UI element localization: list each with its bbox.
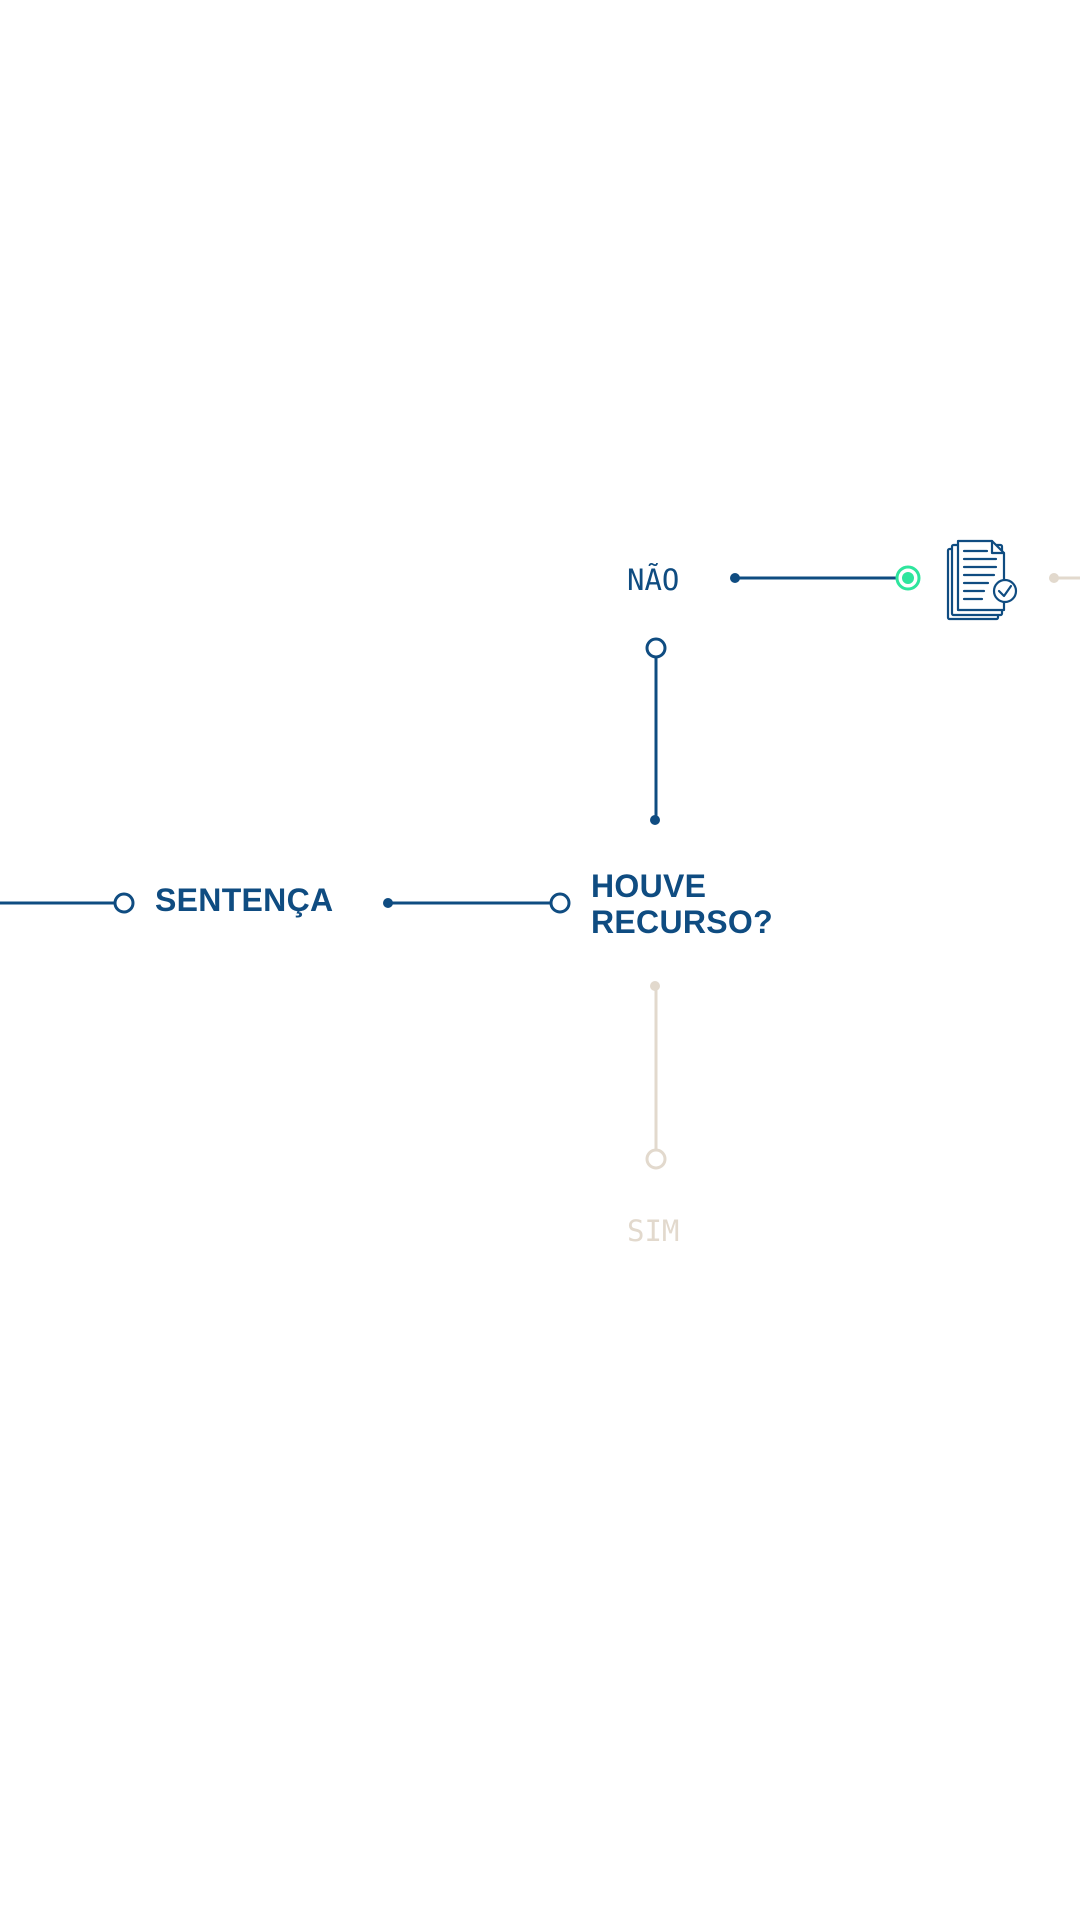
sentenca-input-port [113,892,135,914]
question-input-port [549,892,571,914]
no-branch-label: NÃO [627,563,680,597]
question-line-1: HOUVE [591,868,707,904]
document-check-icon [946,539,1018,621]
sentenca-node-label: SENTENÇA [155,882,334,918]
question-node-label: HOUVE RECURSO? [591,868,831,940]
question-line-2: RECURSO? [591,904,773,940]
yes-branch-label: SIM [627,1214,680,1248]
yes-branch-port [645,1148,667,1170]
active-step-dot-core [902,572,914,584]
no-branch-port [645,637,667,659]
